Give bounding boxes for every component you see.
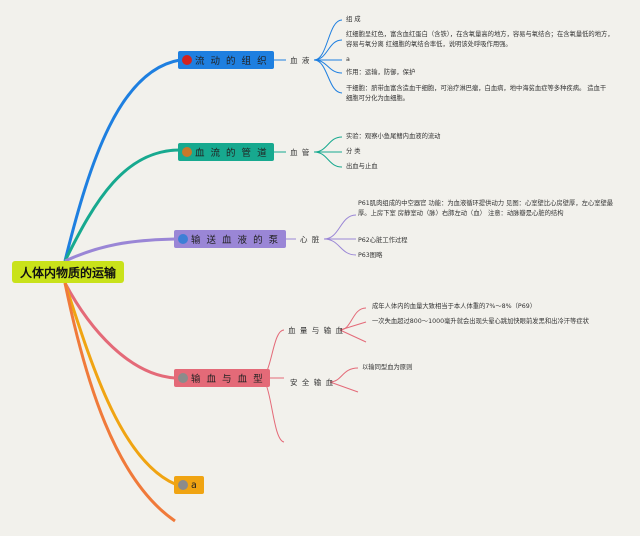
- leaf-blood-loss[interactable]: 一次失血超过800～1000毫升就会出现头晕心跳加快眼前发黑和出冷汗等症状: [372, 318, 589, 325]
- leaf-experiment[interactable]: 实验：观察小鱼尾鳍内血液的流动: [346, 133, 441, 140]
- sub-heart[interactable]: 心 脏: [300, 235, 321, 244]
- leaf-function[interactable]: 作用：运输，防御，保护: [346, 69, 416, 76]
- leaf-heart-structure[interactable]: P61肌肉组成的中空器官 功能：为血液循环提供动力 见图：心室壁比心房壁厚，左心…: [358, 200, 614, 217]
- branch-label: 输 血 与 血 型: [191, 374, 265, 385]
- leaf-classification[interactable]: 分 类: [346, 148, 361, 155]
- leaf-same-type[interactable]: 以输同型血为原则: [362, 364, 413, 371]
- branch-blood-vessels[interactable]: 血 流 的 管 道: [178, 143, 275, 161]
- leaf-bleeding[interactable]: 出血与止血: [346, 163, 378, 170]
- sub-volume[interactable]: 血 量 与 输 血: [288, 326, 345, 335]
- leaf-blood-volume[interactable]: 成年人体内的血量大致相当于本人体重的7%～8%（P69）: [372, 303, 537, 310]
- branch-a[interactable]: a: [174, 476, 205, 494]
- blue-circle-icon: [178, 234, 188, 244]
- red-circle-icon: [182, 55, 192, 65]
- gray-circle-icon: [178, 480, 188, 490]
- branch-heart-pump[interactable]: 输 送 血 液 的 泵: [174, 230, 286, 248]
- branch-label: 血 流 的 管 道: [195, 148, 269, 159]
- sub-safe[interactable]: 安 全 输 血: [290, 378, 335, 387]
- branch-label: 输 送 血 液 的 泵: [191, 235, 280, 246]
- branch-flowing-tissue[interactable]: 流 动 的 组 织: [178, 51, 275, 69]
- leaf-red-cells[interactable]: 红细胞呈红色，富含血红蛋白（含铁），在含氧量高的地方，容易与氧结合；在含氧量低的…: [346, 31, 614, 48]
- gray-circle-icon: [178, 373, 188, 383]
- sub-vessel[interactable]: 血 管: [290, 148, 311, 157]
- leaf-stem-cells[interactable]: 干细胞：脐带血富含造血干细胞，可治疗淋巴瘤，白血病，地中海贫血症等多种疾病。 造…: [346, 85, 607, 102]
- leaf-heart-work[interactable]: P62心脏工作过程: [358, 237, 408, 244]
- leaf-figure[interactable]: P63图略: [358, 252, 383, 259]
- leaf-composition[interactable]: 组 成: [346, 16, 361, 23]
- root-topic[interactable]: 人体内物质的运输: [12, 261, 124, 283]
- sub-blood[interactable]: 血 液: [290, 56, 311, 65]
- branch-label: a: [191, 479, 199, 491]
- branch-label: 流 动 的 组 织: [195, 56, 269, 67]
- branch-transfusion[interactable]: 输 血 与 血 型: [174, 369, 271, 387]
- leaf-a[interactable]: a: [346, 56, 350, 63]
- orange-circle-icon: [182, 147, 192, 157]
